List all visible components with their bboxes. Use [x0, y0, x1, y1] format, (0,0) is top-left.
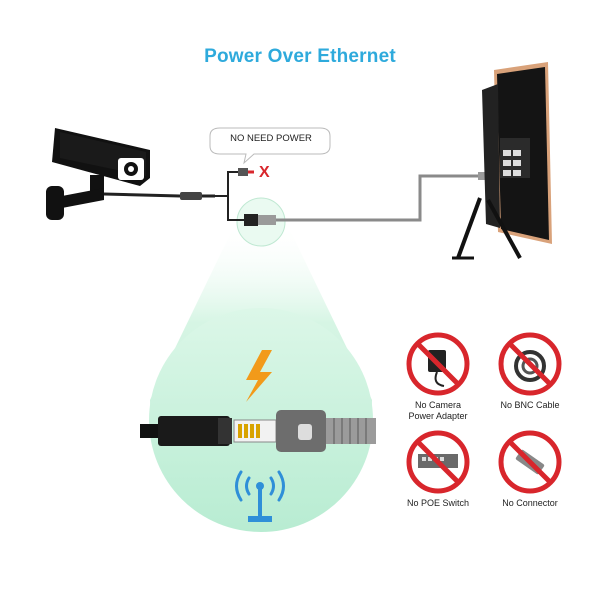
speech-bubble [209, 127, 331, 165]
no-connector-icon [498, 430, 562, 494]
no-power-adapter-icon [406, 332, 470, 396]
zoomed-connector [140, 410, 376, 452]
no-bnc-cable-label: No BNC Cable [500, 400, 560, 410]
page-title: Power Over Ethernet [204, 46, 396, 67]
security-camera-icon [46, 128, 150, 220]
no-power-adapter-label: No Camera Power Adapter [398, 400, 478, 422]
rj45-plug-small [244, 214, 258, 226]
no-need-power-label: NO NEED POWER [230, 133, 312, 144]
ethernet-branch-cable [215, 195, 244, 221]
cross-mark: X [259, 164, 270, 181]
ethernet-cable [276, 174, 478, 222]
monitor-nvr-icon [452, 62, 552, 260]
lightning-icon [246, 350, 272, 402]
no-power-adapter-label-line1: No Camera [414, 400, 461, 410]
no-connector-label: No Connector [502, 498, 558, 508]
antenna-icon [235, 470, 285, 502]
no-poe-switch-icon [406, 430, 470, 494]
camera-cable-plug [180, 192, 202, 200]
no-bnc-cable-icon [498, 332, 562, 396]
no-poe-switch-label: No POE Switch [406, 498, 470, 508]
no-power-adapter-label-line2: Power Adapter [408, 411, 468, 421]
